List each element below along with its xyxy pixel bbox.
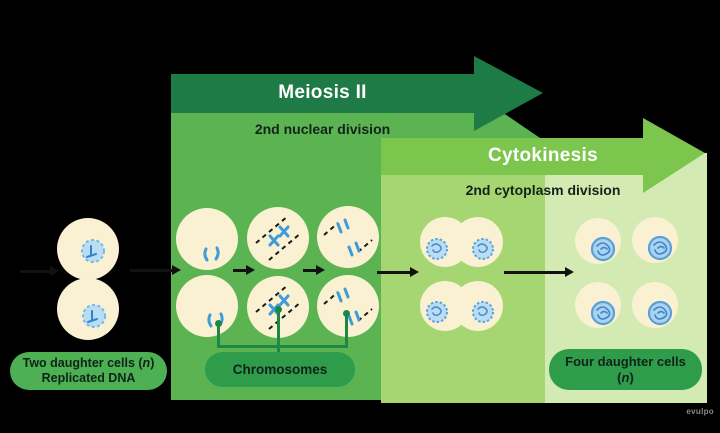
connector-line <box>217 345 348 348</box>
label-line: (n) <box>617 369 634 385</box>
flow-arrow-1-head <box>172 265 181 275</box>
condensed-chromosomes-icon <box>203 246 220 262</box>
flow-arrow-2 <box>233 269 246 272</box>
flow-arrow-2-head <box>246 265 255 275</box>
four-daughter-cells-label: Four daughter cells (n) <box>549 349 702 390</box>
nucleus-icon <box>590 236 616 262</box>
connector-line <box>277 309 280 353</box>
dividing-cell-top-right-lobe <box>453 217 503 267</box>
cytokinesis-title: Cytokinesis <box>488 145 598 166</box>
nucleus-icon <box>426 238 448 260</box>
prophase2-cell-bottom <box>176 275 238 337</box>
nucleus-icon <box>426 301 448 323</box>
nucleus-icon <box>647 300 673 326</box>
label-line: Two daughter cells (n) <box>22 355 155 370</box>
label-line: Chromosomes <box>232 362 328 377</box>
label-line: Four daughter cells <box>565 353 686 369</box>
daughter-cell-top <box>57 218 119 280</box>
nucleus-icon <box>647 235 673 261</box>
flow-arrow-4-head <box>410 267 419 277</box>
flow-arrow-1 <box>130 269 172 272</box>
connector-line <box>217 323 220 348</box>
anaphase2-cell-bottom <box>317 275 379 337</box>
flow-arrow-3 <box>303 269 316 272</box>
spindle-chromosomes-icon <box>255 215 302 261</box>
daughter-cell-bottom <box>57 278 119 340</box>
flow-arrow-3-head <box>316 265 325 275</box>
flow-arrow-5 <box>504 271 565 274</box>
label-line: Replicated DNA <box>41 371 136 385</box>
final-cell-bottom-left <box>575 282 621 328</box>
metaphase2-cell-top <box>247 207 309 269</box>
final-cell-bottom-right <box>632 282 678 328</box>
meiosis-subtitle: 2nd nuclear division <box>254 121 391 137</box>
nucleus-icon <box>590 300 616 326</box>
prophase2-cell-top <box>176 208 238 270</box>
flow-arrow-4 <box>377 271 410 274</box>
meiosis-banner-arrow <box>171 56 543 131</box>
nucleus-icon <box>472 238 494 260</box>
nucleus-replicated-dna-icon <box>81 239 105 263</box>
separating-chromatids-icon <box>323 218 373 257</box>
nucleus-replicated-dna-icon <box>82 304 106 328</box>
connector-line <box>345 313 348 348</box>
two-daughter-cells-label: Two daughter cells (n) Replicated DNA <box>10 352 167 390</box>
cytokinesis-banner-arrow <box>381 118 705 193</box>
final-cell-top-left <box>575 218 621 264</box>
condensed-chromosomes-icon <box>207 312 224 328</box>
meiosis-title: Meiosis II <box>278 82 367 103</box>
chromosomes-label: Chromosomes <box>205 352 355 387</box>
flow-arrow-5-head <box>565 267 574 277</box>
dividing-cell-bottom-right-lobe <box>453 281 503 331</box>
cytokinesis-subtitle: 2nd cytoplasm division <box>465 182 621 198</box>
final-cell-top-right <box>632 217 678 263</box>
nucleus-icon <box>472 301 494 323</box>
flow-arrow-in <box>20 270 50 273</box>
anaphase2-cell-top <box>317 206 379 268</box>
flow-arrow-in-head <box>50 266 59 276</box>
watermark: evulpo <box>686 407 714 416</box>
separating-chromatids-icon <box>323 287 373 326</box>
